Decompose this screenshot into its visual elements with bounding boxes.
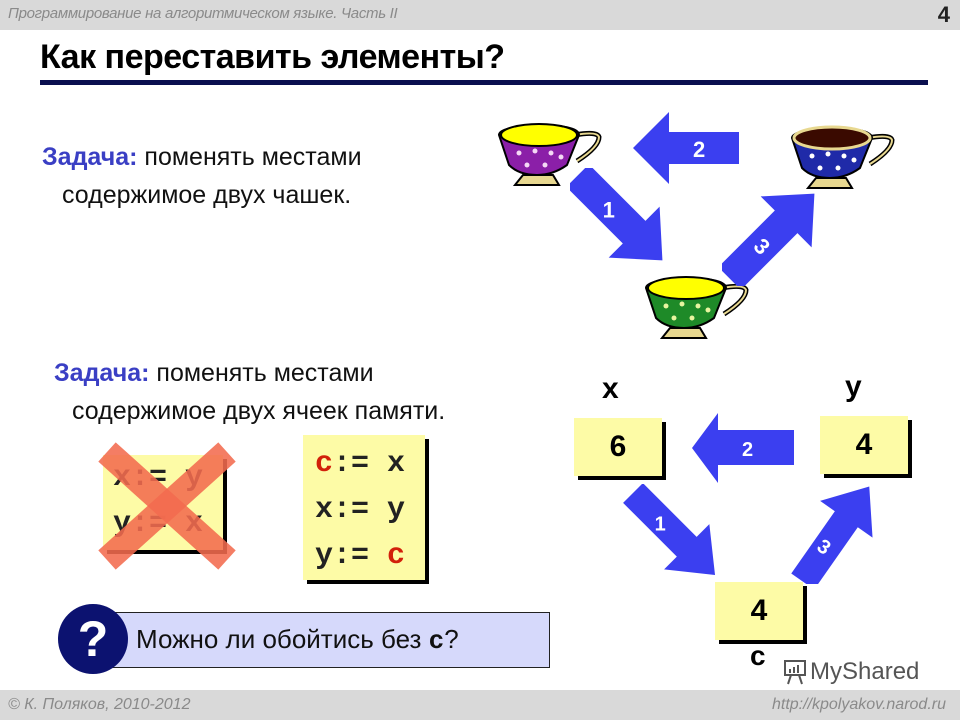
slide-title: Как переставить элементы? (40, 38, 505, 76)
author-url[interactable]: http://kpolyakov.narod.ru (771, 696, 946, 713)
var-y-label: y (845, 370, 862, 403)
memory-arrow-2-icon: 2 (692, 413, 794, 483)
course-title: Программирование на алгоритмическом язык… (8, 5, 398, 22)
memory-arrow-1-label: 1 (655, 514, 666, 536)
green-cup-icon (644, 276, 749, 339)
question-callout: Можно ли обойтись без c? ? (58, 604, 550, 674)
copyright: © К. Поляков, 2010-2012 (8, 696, 191, 713)
page-number: 4 (937, 2, 950, 27)
code-line: c:= x (315, 447, 406, 481)
task-text-line1: поменять местами (137, 143, 362, 171)
wrong-code-block: x:= y y:= x (103, 455, 223, 550)
cell-c: 4 (715, 582, 803, 640)
correct-code-block: c:= x x:= y y:= c (303, 435, 425, 580)
cell-y: 4 (820, 416, 908, 474)
var-x-label: x (602, 372, 619, 405)
question-box (98, 612, 550, 668)
code-line: x:= y (315, 493, 406, 527)
task-text-line2: содержимое двух ячеек памяти. (72, 397, 446, 425)
code-line: x:= y (113, 461, 204, 495)
task-text-line1: поменять местами (149, 359, 374, 387)
footer-bar: © К. Поляков, 2010-2012 http://kpolyakov… (0, 690, 960, 720)
code-line: y:= c (315, 539, 406, 573)
question-mark-icon: ? (58, 604, 128, 674)
task-cups: Задача: поменять местами содержимое двух… (42, 138, 362, 214)
cup-arrow-2-label: 2 (693, 137, 705, 162)
code-line: y:= x (113, 507, 204, 541)
cell-x: 6 (574, 418, 662, 476)
title-divider (40, 80, 928, 85)
cup-arrow-3-icon: 3 (722, 193, 815, 286)
memory-arrow-1-icon: 1 (623, 484, 716, 576)
blue-cup-icon (790, 125, 895, 189)
task-memory: Задача: поменять местами содержимое двух… (54, 354, 445, 430)
task-text-line2: содержимое двух чашек. (62, 181, 352, 209)
cup-arrow-1-icon: 1 (570, 168, 663, 261)
memory-arrow-3-icon: 3 (791, 486, 873, 584)
var-c-label: c (750, 640, 766, 671)
question-text: Можно ли обойтись без c? (136, 624, 459, 656)
purple-cup-icon (497, 123, 602, 186)
task-label: Задача: (42, 143, 138, 171)
memory-arrow-2-label: 2 (742, 439, 753, 461)
cup-arrow-2-icon: 2 (633, 112, 739, 184)
watermark: MyShared (784, 658, 919, 686)
task-label: Задача: (54, 359, 150, 387)
presentation-icon (784, 660, 806, 685)
cup-arrow-1-label: 1 (603, 198, 615, 223)
header-bar: Программирование на алгоритмическом язык… (0, 0, 960, 30)
watermark-text: MyShared (810, 658, 920, 685)
